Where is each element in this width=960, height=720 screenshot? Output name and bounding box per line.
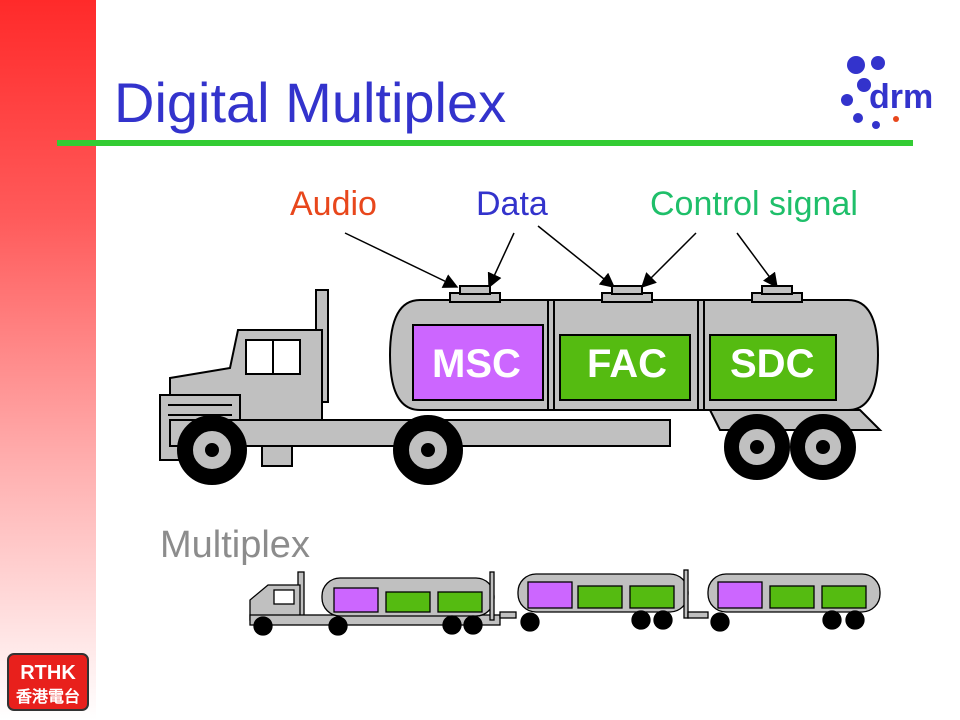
sidebar-gradient xyxy=(0,0,96,720)
convoy-truck-icon xyxy=(249,569,881,636)
label-control-signal: Control signal xyxy=(650,185,858,223)
tank-sdc xyxy=(709,334,837,401)
tank-fac xyxy=(559,334,691,401)
tank-msc-label: MSC xyxy=(432,342,521,386)
title-underline xyxy=(57,140,913,146)
wheel-icon xyxy=(177,414,856,485)
multiplex-label: Multiplex xyxy=(160,524,310,566)
rthk-logo-icon: RTHK 香港電台 xyxy=(7,653,89,711)
rthk-logo-text: RTHK xyxy=(20,662,76,684)
tank-msc xyxy=(412,324,544,401)
tank-fac-label: FAC xyxy=(587,342,667,386)
tank-sdc-label: SDC xyxy=(730,342,814,386)
arrow-icon xyxy=(344,225,778,289)
rthk-logo-chinese: 香港電台 xyxy=(15,687,80,706)
drm-logo-icon: drm xyxy=(841,56,933,129)
label-data: Data xyxy=(476,185,548,223)
slide-title: Digital Multiplex xyxy=(114,71,507,134)
drm-logo-text: drm xyxy=(869,78,933,116)
label-audio: Audio xyxy=(290,185,377,223)
